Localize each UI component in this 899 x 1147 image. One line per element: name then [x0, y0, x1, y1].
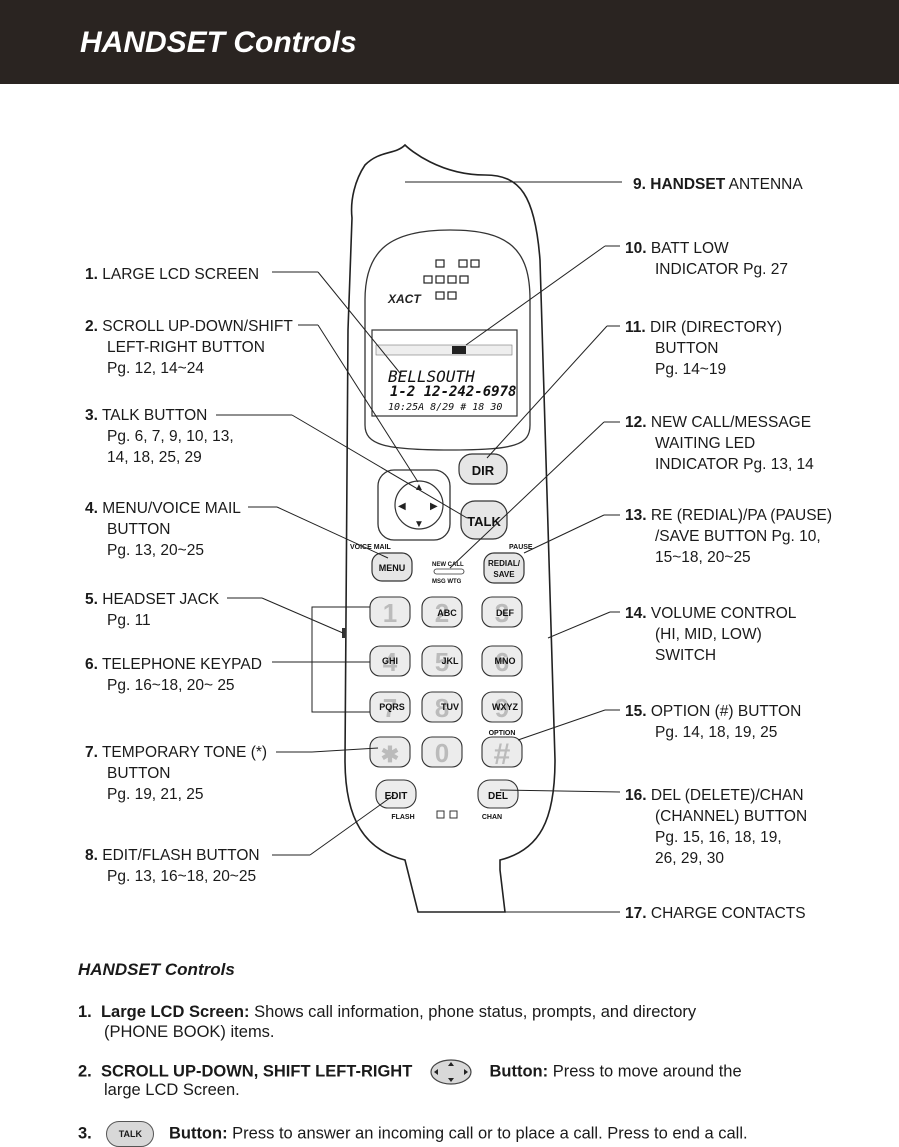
- lcd-number: 1-2 12-242-6978: [390, 384, 516, 400]
- svg-text:3: 3: [495, 598, 509, 628]
- scroll-button: [394, 480, 444, 530]
- svg-text:8: 8: [435, 693, 449, 723]
- label-lcd-screen: 1. LARGE LCD SCREEN: [85, 266, 260, 283]
- dir-button: [458, 453, 508, 485]
- redial-save-button: [483, 552, 525, 584]
- lcd-name: BELLSOUTH: [388, 367, 475, 386]
- svg-text:◀: ◀: [398, 501, 406, 512]
- svg-text:PAUSE: PAUSE: [509, 544, 533, 551]
- svg-text:DEF: DEF: [496, 608, 515, 618]
- svg-text:9: 9: [495, 693, 509, 723]
- label-redial-pause-save: 13. RE (REDIAL)/PA (PAUSE)/SAVE BUTTON P…: [625, 507, 833, 566]
- svg-text:MNO: MNO: [495, 656, 516, 666]
- svg-text:▼: ▼: [414, 519, 424, 530]
- svg-text:ABC: ABC: [437, 608, 457, 618]
- svg-text:REDIAL/: REDIAL/: [488, 559, 521, 568]
- svg-text:▶: ▶: [430, 501, 438, 512]
- svg-text:SAVE: SAVE: [493, 570, 515, 579]
- svg-text:FLASH: FLASH: [391, 814, 414, 821]
- svg-text:DEL: DEL: [488, 791, 508, 802]
- svg-text:5: 5: [435, 647, 449, 677]
- description-2-cont: large LCD Screen.: [104, 1081, 240, 1099]
- brand-logo: XACT: [387, 292, 422, 306]
- svg-text:#: #: [494, 738, 511, 771]
- description-2: 2. SCROLL UP-DOWN, SHIFT LEFT-RIGHT Butt…: [78, 1059, 742, 1085]
- svg-text:TALK: TALK: [467, 514, 501, 529]
- svg-text:2: 2: [435, 598, 449, 628]
- talk-button: [460, 500, 508, 540]
- talk-button-icon: TALK: [106, 1121, 155, 1147]
- svg-text:4: 4: [383, 647, 398, 677]
- svg-text:1: 1: [383, 598, 397, 628]
- lcd-screen: [371, 329, 518, 417]
- svg-text:NEW CALL: NEW CALL: [432, 562, 464, 568]
- svg-text:GHI: GHI: [382, 656, 398, 666]
- label-antenna: 9. HANDSET ANTENNA: [633, 176, 803, 193]
- label-charge-contacts: 17. CHARGE CONTACTS: [625, 905, 806, 922]
- svg-text:✱: ✱: [381, 742, 399, 767]
- svg-text:0: 0: [435, 738, 449, 768]
- svg-text:EDIT: EDIT: [385, 791, 408, 802]
- svg-text:TUV: TUV: [441, 702, 459, 712]
- svg-text:7: 7: [383, 693, 397, 723]
- description-1-cont: (PHONE BOOK) items.: [104, 1023, 275, 1041]
- new-call-led: [433, 568, 465, 575]
- svg-text:MENU: MENU: [379, 563, 406, 573]
- page-header: HANDSET Controls: [0, 0, 899, 84]
- svg-text:OPTION: OPTION: [489, 730, 516, 737]
- svg-text:▲: ▲: [414, 482, 424, 493]
- description-3: 3. TALK Button: Press to answer an incom…: [78, 1121, 748, 1147]
- svg-text:6: 6: [495, 647, 509, 677]
- scroll-button-icon: [430, 1059, 472, 1085]
- svg-text:MSG WTG: MSG WTG: [432, 579, 462, 585]
- description-1: 1. Large LCD Screen: Shows call informat…: [78, 1003, 697, 1021]
- label-volume-control: 14. VOLUME CONTROL(HI, MID, LOW)SWITCH: [625, 605, 797, 664]
- page-title: HANDSET Controls: [80, 26, 357, 59]
- battery-indicator: [423, 259, 480, 300]
- handset-diagram: XACT BELLSOUTH 1-2 12-242-6978 10:25A 8/…: [216, 143, 622, 913]
- svg-text:PQRS: PQRS: [379, 702, 405, 712]
- lcd-status: 10:25A 8/29 # 18 30: [388, 402, 502, 413]
- menu-button: [371, 552, 413, 582]
- svg-text:DIR: DIR: [472, 463, 495, 478]
- svg-text:JKL: JKL: [441, 656, 459, 666]
- svg-text:WXYZ: WXYZ: [492, 702, 519, 712]
- svg-text:CHAN: CHAN: [482, 814, 502, 821]
- svg-text:VOICE MAIL: VOICE MAIL: [350, 544, 392, 551]
- section-title: HANDSET Controls: [78, 960, 235, 979]
- leader-lines: [216, 181, 622, 913]
